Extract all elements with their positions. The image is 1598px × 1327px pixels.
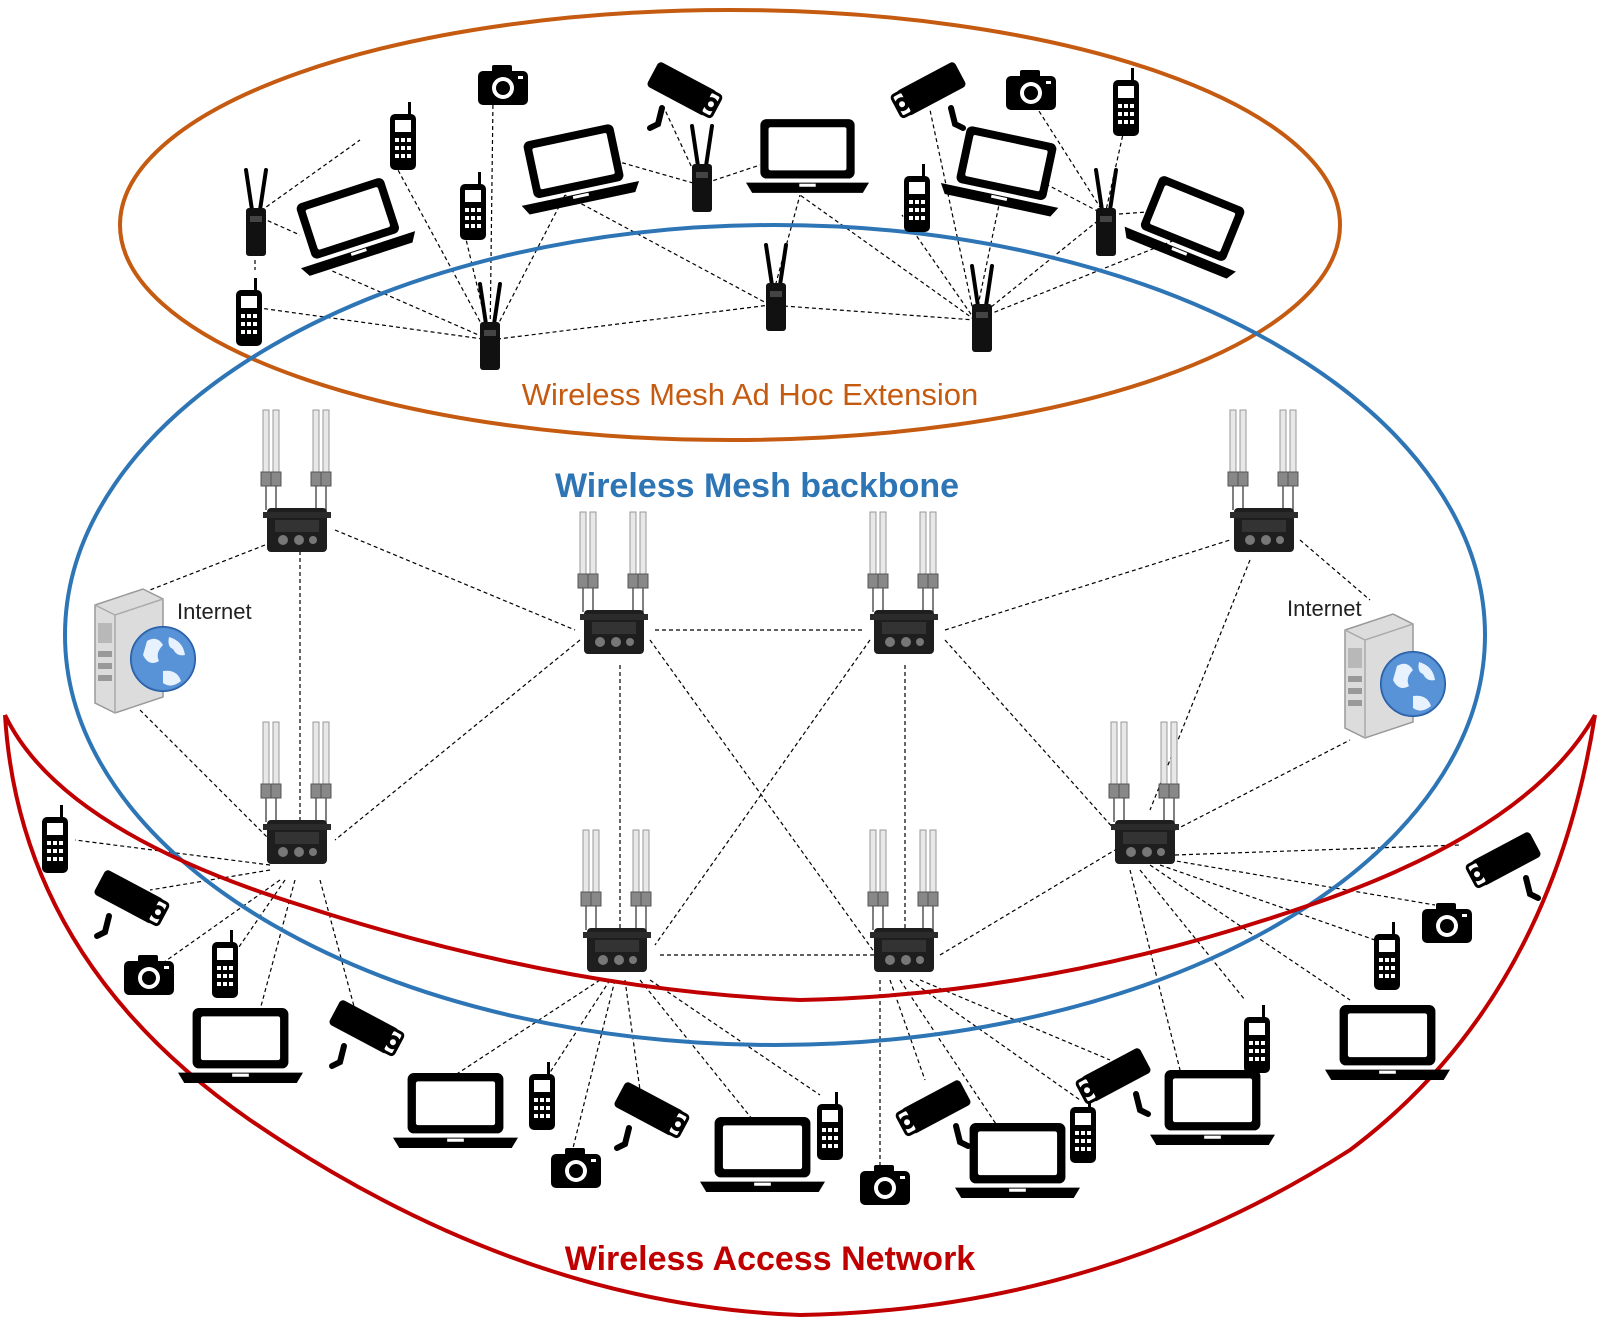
laptop-icon — [1120, 169, 1260, 281]
camera-icon — [1006, 70, 1056, 110]
phone-icon — [42, 805, 68, 873]
cctv-camera-icon — [894, 1079, 972, 1146]
laptop-icon — [955, 1123, 1080, 1198]
phone-icon — [529, 1062, 555, 1130]
laptop-icon — [1325, 1005, 1450, 1080]
cctv-camera-icon — [613, 1081, 691, 1148]
laptop-icon — [700, 1117, 825, 1192]
cctv-camera-icon — [93, 869, 171, 936]
adhoc-region-label: Wireless Mesh Ad Hoc Extension — [522, 377, 979, 412]
phone-icon — [1244, 1005, 1270, 1073]
cctv-camera-icon — [1464, 831, 1542, 898]
cctv-camera-icon — [889, 61, 967, 128]
camera-icon — [551, 1148, 601, 1188]
laptop-icon — [281, 172, 419, 278]
phone-icon — [236, 278, 262, 346]
mesh-router-icon — [867, 511, 939, 655]
handheld-radio-icon — [764, 243, 788, 333]
handheld-radio-icon — [1094, 168, 1118, 258]
adhoc-region-outline — [118, 8, 1342, 442]
mesh-router-icon — [577, 511, 649, 655]
handheld-radio-icon — [690, 124, 714, 214]
phone-icon — [1070, 1095, 1096, 1163]
internet-label-left: Internet — [177, 599, 252, 624]
phone-icon — [460, 172, 486, 240]
laptop-icon — [508, 120, 642, 216]
laptop-icon — [178, 1008, 303, 1083]
cctv-camera-icon — [328, 999, 406, 1066]
laptop-icon — [1150, 1070, 1275, 1145]
phone-icon — [817, 1092, 843, 1160]
backbone-region-label: Wireless Mesh backbone — [555, 467, 959, 505]
handheld-radio-icon — [970, 264, 994, 354]
camera-icon — [478, 65, 528, 105]
camera-icon — [124, 955, 174, 995]
phone-icon — [1113, 68, 1139, 136]
phone-icon — [390, 102, 416, 170]
phone-icon — [1374, 922, 1400, 990]
mesh-router-icon — [867, 829, 939, 973]
laptop-icon — [938, 122, 1072, 218]
access-region-outline — [3, 714, 1597, 1318]
backbone-region-outline — [63, 223, 1487, 1047]
access-region-label: Wireless Access Network — [565, 1240, 976, 1278]
internet-label-right: Internet — [1287, 596, 1362, 621]
camera-icon — [860, 1165, 910, 1205]
camera-icon — [1422, 903, 1472, 943]
mesh-router-icon — [1108, 721, 1180, 865]
phone-icon — [212, 930, 238, 998]
access-region-inner-arc — [3, 714, 1597, 1003]
mesh-router-icon — [260, 721, 332, 865]
server-globe-icon — [1344, 613, 1446, 739]
mesh-router-icon — [260, 409, 332, 553]
laptop-icon — [746, 119, 869, 193]
cctv-camera-icon — [646, 61, 724, 128]
adhoc-devices — [236, 61, 1260, 372]
handheld-radio-icon — [244, 168, 268, 258]
phone-icon — [904, 164, 930, 232]
mesh-router-icon — [1227, 409, 1299, 553]
cctv-camera-icon — [1074, 1047, 1152, 1114]
mesh-router-icon — [580, 829, 652, 973]
laptop-icon — [393, 1073, 518, 1148]
